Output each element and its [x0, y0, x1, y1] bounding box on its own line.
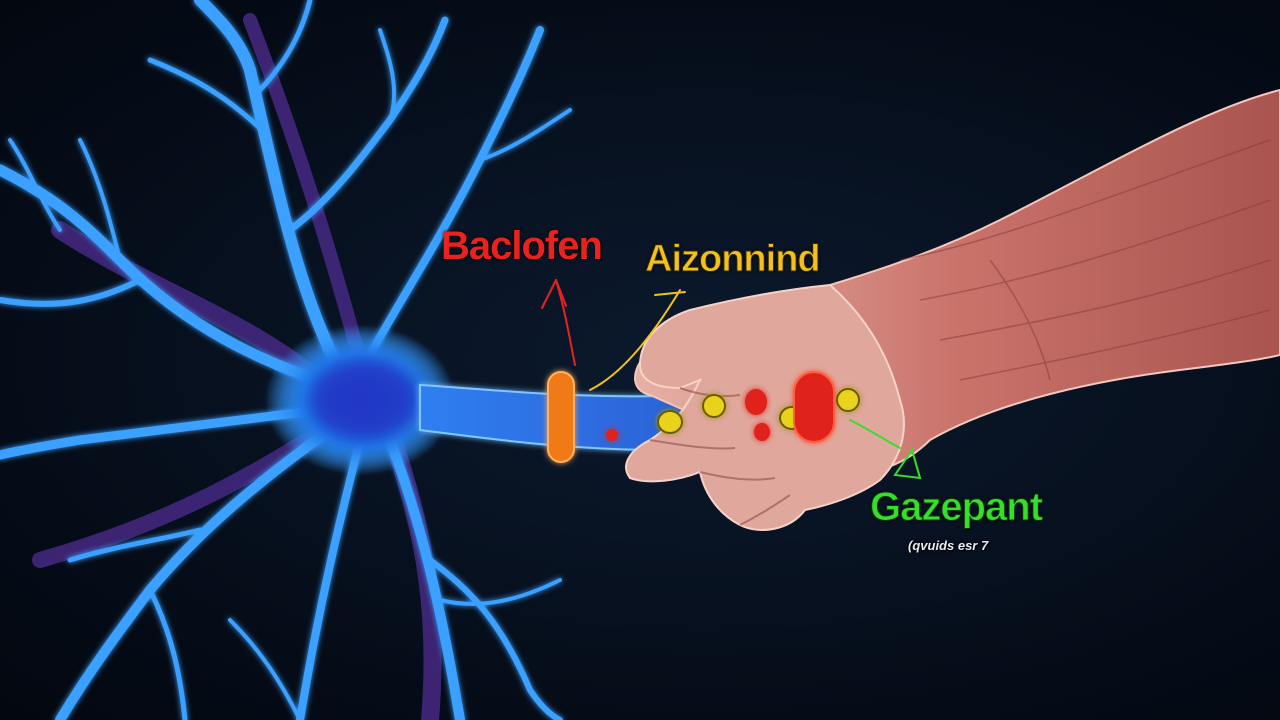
- soma-core: [310, 360, 420, 440]
- baclofen-label: Baclofen: [441, 224, 603, 268]
- small-caption: (qvuids esr 7: [908, 538, 989, 553]
- annotation-arrows: [541, 279, 922, 480]
- gazepant-label: Gazepant: [869, 485, 1043, 530]
- drug-molecules: [547, 371, 860, 463]
- muscle-striations: [899, 139, 1271, 381]
- aizonnind-label: Aizonnind: [645, 238, 822, 281]
